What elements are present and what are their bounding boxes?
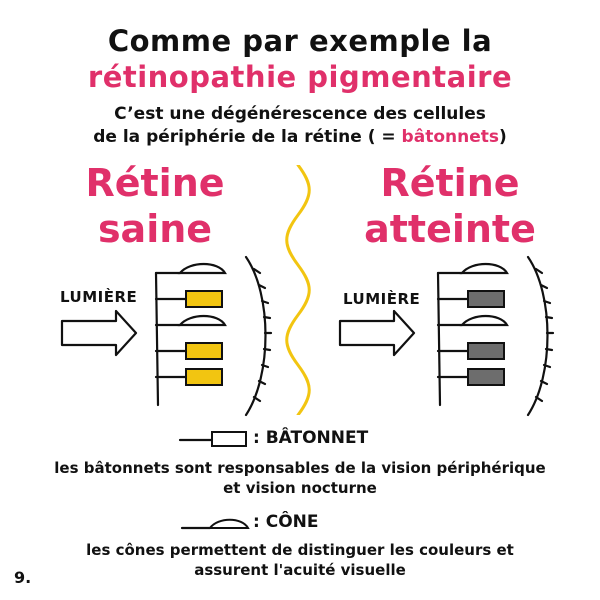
rod-description-line-1: les bâtonnets sont responsables de la vi… <box>54 459 546 477</box>
light-arrow-icon <box>60 309 138 357</box>
cone-legend-icon <box>180 518 250 530</box>
retina-membrane-line <box>436 271 442 407</box>
healthy-light-label: LUMIÈRE <box>60 288 138 306</box>
rod-cells <box>467 290 505 386</box>
cone-description-line-1: les cônes permettent de distinguer les c… <box>86 541 514 559</box>
affected-retina-title-line-2: atteinte <box>364 207 536 251</box>
cone-icon <box>459 262 509 327</box>
retina-membrane-line <box>154 271 160 407</box>
description-line-2-prefix: de la périphérie de la rétine ( = <box>93 127 402 147</box>
page-number: 9. <box>14 568 32 587</box>
healthy-retina-title-line-1: Rétine <box>85 161 225 205</box>
affected-retina-title: Rétine atteinte <box>340 160 560 252</box>
title-line-1: Comme par exemple la <box>107 24 493 58</box>
cone-legend-label: : CÔNE <box>253 512 319 532</box>
affected-retina-diagram <box>338 255 555 417</box>
rod-description-line-2: et vision nocturne <box>223 479 377 497</box>
description-line-1: C’est une dégénérescence des cellules <box>114 104 486 124</box>
description-highlight: bâtonnets <box>401 127 499 147</box>
healthy-retina-title: Rétine saine <box>45 160 265 252</box>
light-arrow-icon <box>338 309 416 357</box>
cone-icon <box>177 262 227 327</box>
rod-cells <box>185 290 223 386</box>
retina-curve <box>526 255 555 417</box>
affected-retina-title-line-1: Rétine <box>380 161 520 205</box>
cone-description-line-2: assurent l'acuité visuelle <box>194 561 406 579</box>
wavy-divider <box>285 165 311 415</box>
retina-curve <box>244 255 273 417</box>
description-line-2-suffix: ) <box>498 127 507 147</box>
title-line-2: rétinopathie pigmentaire <box>87 60 513 94</box>
rod-legend-icon <box>178 431 247 447</box>
affected-light-label: LUMIÈRE <box>343 290 421 308</box>
healthy-retina-diagram <box>60 255 273 417</box>
healthy-retina-title-line-2: saine <box>97 207 213 251</box>
description-line-2: de la périphérie de la rétine ( = bâtonn… <box>0 127 600 147</box>
rod-legend-label: : BÂTONNET <box>253 428 369 448</box>
